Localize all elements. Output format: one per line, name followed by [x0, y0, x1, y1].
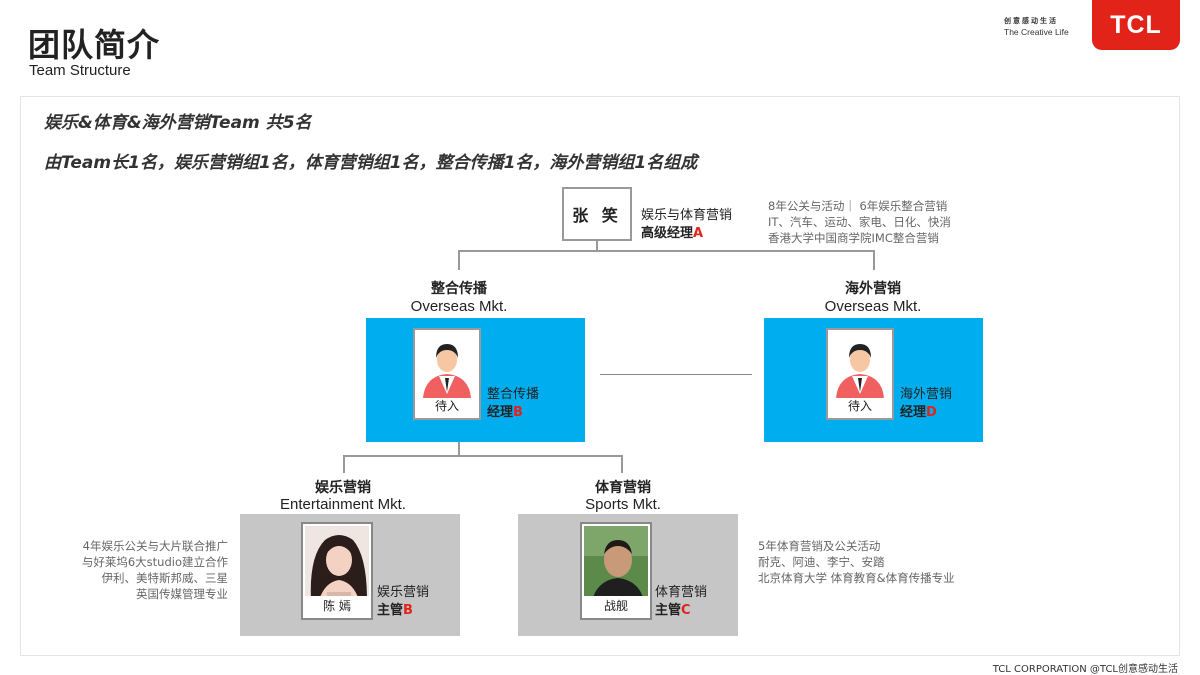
overseas-role: 海外营销 经理D	[900, 386, 952, 422]
overseas-person-name: 待入	[847, 399, 872, 413]
connector-line	[343, 455, 345, 473]
integrated-role-label: 整合传播	[487, 387, 540, 402]
avatar-placeholder-icon	[423, 344, 471, 398]
sports-note: 北京体育大学 体育教育&体育传播专业	[758, 571, 955, 585]
person-photo-icon	[584, 526, 648, 596]
connector-line	[873, 250, 875, 270]
sports-role: 体育营销 主管C	[655, 584, 707, 620]
page-subtitle: Team Structure	[29, 62, 131, 79]
leader-note: 8年公关与活动｜ 6年娱乐整合营销	[768, 199, 948, 213]
overseas-person-card: 待入	[826, 328, 894, 420]
entertainment-note: 伊利、美特斯邦威、三星	[101, 571, 229, 585]
group-entertainment-name-cn: 娱乐营销	[315, 480, 371, 496]
group-sports-name-cn: 体育营销	[595, 480, 651, 496]
person-photo-icon	[305, 526, 369, 596]
integrated-person-name: 待入	[434, 399, 459, 413]
sports-title: 主管C	[655, 602, 707, 620]
entertainment-note: 4年娱乐公关与大片联合推广	[82, 539, 228, 553]
leader-title-label: 高级经理	[641, 226, 694, 241]
leader-note: 香港大学中国商学院IMC整合营销	[768, 231, 939, 245]
connector-line	[458, 442, 460, 456]
group-overseas-name-en: Overseas Mkt.	[824, 298, 922, 315]
entertainment-person-photo	[305, 526, 369, 596]
sports-person-card: 战舰	[580, 522, 652, 620]
integrated-person-card: 待入	[413, 328, 481, 420]
group-entertainment-name-en: Entertainment Mkt.	[280, 496, 406, 513]
entertainment-notes: 4年娱乐公关与大片联合推广 与好莱坞6大studio建立合作 伊利、美特斯邦威、…	[40, 538, 228, 602]
leader-note: IT、汽车、运动、家电、日化、快消	[768, 215, 951, 229]
sports-grade: C	[681, 603, 691, 618]
sports-title-label: 主管	[655, 603, 682, 618]
integrated-grade: B	[513, 405, 523, 420]
group-overseas-name-cn: 海外营销	[845, 281, 901, 297]
integrated-role: 整合传播 经理B	[487, 386, 539, 422]
entertainment-role-label: 娱乐营销	[377, 585, 430, 600]
sports-notes: 5年体育营销及公关活动 耐克、阿迪、李宁、安踏 北京体育大学 体育教育&体育传播…	[758, 538, 955, 586]
leader-role: 娱乐与体育营销 高级经理A	[641, 207, 732, 243]
connector-line	[596, 241, 598, 251]
slogan-cn: 创意感动生活	[1004, 17, 1058, 25]
headline-team-count: 娱乐&体育&海外营销Team 共5名	[44, 113, 312, 133]
leader-notes: 8年公关与活动｜ 6年娱乐整合营销 IT、汽车、运动、家电、日化、快消 香港大学…	[768, 198, 951, 246]
connector-line	[600, 374, 752, 375]
footer-text: TCL CORPORATION @TCL创意感动生活	[992, 664, 1178, 675]
overseas-role-label: 海外营销	[900, 387, 953, 402]
leader-role-label: 娱乐与体育营销	[641, 208, 733, 223]
overseas-title-label: 经理	[900, 405, 927, 420]
entertainment-title: 主管B	[377, 602, 429, 620]
sports-person-name: 战舰	[584, 596, 648, 616]
entertainment-note: 英国传媒管理专业	[136, 587, 228, 601]
connector-line	[458, 250, 874, 252]
connector-line	[343, 455, 623, 457]
sports-person-photo	[584, 526, 648, 596]
sports-note: 5年体育营销及公关活动	[758, 539, 881, 553]
sports-role-label: 体育营销	[655, 585, 708, 600]
group-integrated-name-cn: 整合传播	[431, 281, 487, 297]
overseas-grade: D	[926, 405, 937, 420]
entertainment-title-label: 主管	[377, 603, 404, 618]
entertainment-role: 娱乐营销 主管B	[377, 584, 429, 620]
entertainment-note: 与好莱坞6大studio建立合作	[81, 555, 228, 569]
group-sports-name-en: Sports Mkt.	[585, 496, 661, 513]
integrated-title-label: 经理	[487, 405, 514, 420]
connector-line	[621, 455, 623, 473]
entertainment-grade: B	[403, 603, 413, 618]
leader-name-box: 张 笑	[562, 187, 632, 241]
entertainment-person-name: 陈 嫣	[305, 596, 369, 616]
leader-grade: A	[693, 226, 704, 241]
tcl-logo: TCL	[1092, 0, 1180, 50]
leader-title: 高级经理A	[641, 225, 732, 243]
connector-line	[458, 250, 460, 270]
headline-team-composition: 由Team长1名，娱乐营销组1名，体育营销组1名，整合传播1名，海外营销组1名组…	[44, 153, 698, 173]
avatar-placeholder-icon	[836, 344, 884, 398]
content-frame	[20, 96, 1180, 656]
slogan-en: The Creative Life	[1004, 27, 1069, 37]
integrated-title: 经理B	[487, 404, 539, 422]
sports-note: 耐克、阿迪、李宁、安踏	[758, 555, 885, 569]
entertainment-person-card: 陈 嫣	[301, 522, 373, 620]
overseas-title: 经理D	[900, 404, 952, 422]
page-title: 团队简介	[28, 26, 161, 64]
group-integrated-name-en: Overseas Mkt.	[410, 298, 508, 315]
